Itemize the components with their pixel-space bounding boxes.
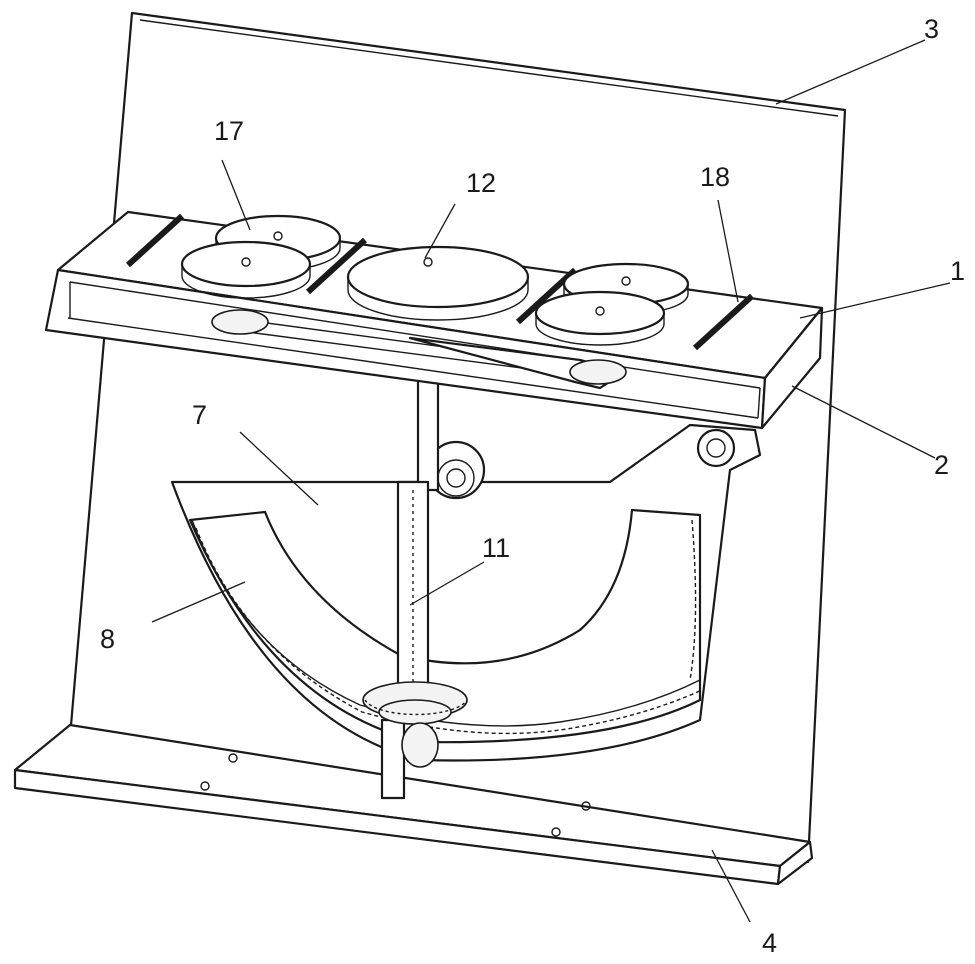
leader-lines bbox=[151, 39, 951, 923]
hinge-roller bbox=[696, 428, 736, 468]
sector-plate bbox=[170, 423, 762, 762]
bevel-gears bbox=[362, 681, 468, 768]
divider-rails bbox=[125, 213, 755, 351]
disc-right-bottom bbox=[534, 290, 666, 346]
label-18: 18 bbox=[700, 162, 730, 192]
label-4: 4 bbox=[762, 928, 777, 958]
label-2: 2 bbox=[934, 450, 949, 480]
label-17: 17 bbox=[214, 116, 244, 146]
label-3: 3 bbox=[924, 14, 939, 44]
disc-left-bottom bbox=[180, 240, 312, 299]
disc-center bbox=[346, 245, 530, 321]
belt-linkage bbox=[211, 309, 627, 390]
label-7: 7 bbox=[192, 400, 207, 430]
base-plate bbox=[13, 723, 814, 886]
label-1: 1 bbox=[950, 256, 965, 286]
label-12: 12 bbox=[466, 168, 496, 198]
vertical-shaft bbox=[380, 363, 440, 800]
label-8: 8 bbox=[100, 624, 115, 654]
label-11: 11 bbox=[482, 533, 510, 563]
